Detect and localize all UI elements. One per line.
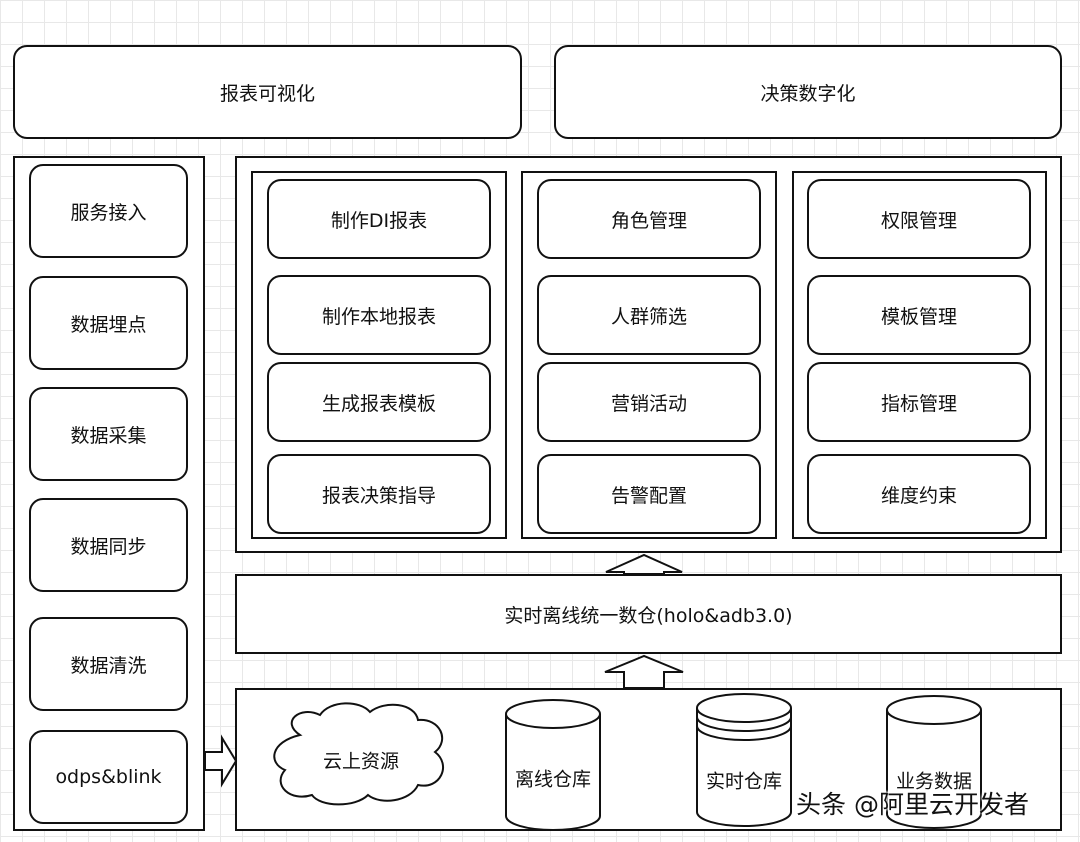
offline-warehouse-label: 离线仓库 [514, 768, 592, 791]
watermark-text: 头条 @阿里云开发者 [796, 790, 1029, 819]
realtime-warehouse-label: 实时仓库 [705, 770, 783, 793]
business-data-cylinder [886, 695, 982, 829]
cloud-resources-label: 云上资源 [322, 750, 400, 773]
realtime-warehouse-cylinder [696, 693, 792, 827]
report-visualization-box: 报表可视化 [13, 45, 522, 139]
offline-warehouse-cylinder [505, 699, 601, 831]
module-item-marketing-activity: 营销活动 [537, 362, 761, 442]
left-item-odps-blink: odps&blink [29, 730, 188, 824]
left-item-data-cleaning: 数据清洗 [29, 617, 188, 711]
left-column-panel [13, 156, 205, 831]
module-item-template-management: 模板管理 [807, 275, 1031, 355]
left-item-data-tracking: 数据埋点 [29, 276, 188, 370]
decision-digitization-box: 决策数字化 [554, 45, 1062, 139]
left-item-data-sync: 数据同步 [29, 498, 188, 592]
module-item-permission-management: 权限管理 [807, 179, 1031, 259]
up-arrow-to-modules [605, 553, 683, 575]
module-item-role-management: 角色管理 [537, 179, 761, 259]
left-item-service-access: 服务接入 [29, 164, 188, 258]
up-arrow-to-warehouse [604, 654, 684, 689]
unified-warehouse-box: 实时离线统一数仓(holo&adb3.0) [235, 574, 1062, 654]
module-item-metric-management: 指标管理 [807, 362, 1031, 442]
module-item-report-decision-guide: 报表决策指导 [267, 454, 491, 534]
module-item-make-local-report: 制作本地报表 [267, 275, 491, 355]
right-arrow-to-sources [204, 734, 238, 788]
module-item-dimension-constraint: 维度约束 [807, 454, 1031, 534]
module-item-alert-config: 告警配置 [537, 454, 761, 534]
module-item-generate-report-template: 生成报表模板 [267, 362, 491, 442]
left-item-data-collection: 数据采集 [29, 387, 188, 481]
module-item-crowd-filter: 人群筛选 [537, 275, 761, 355]
business-data-label: 业务数据 [895, 770, 973, 793]
module-item-make-di-report: 制作DI报表 [267, 179, 491, 259]
cloud-icon [273, 702, 445, 806]
